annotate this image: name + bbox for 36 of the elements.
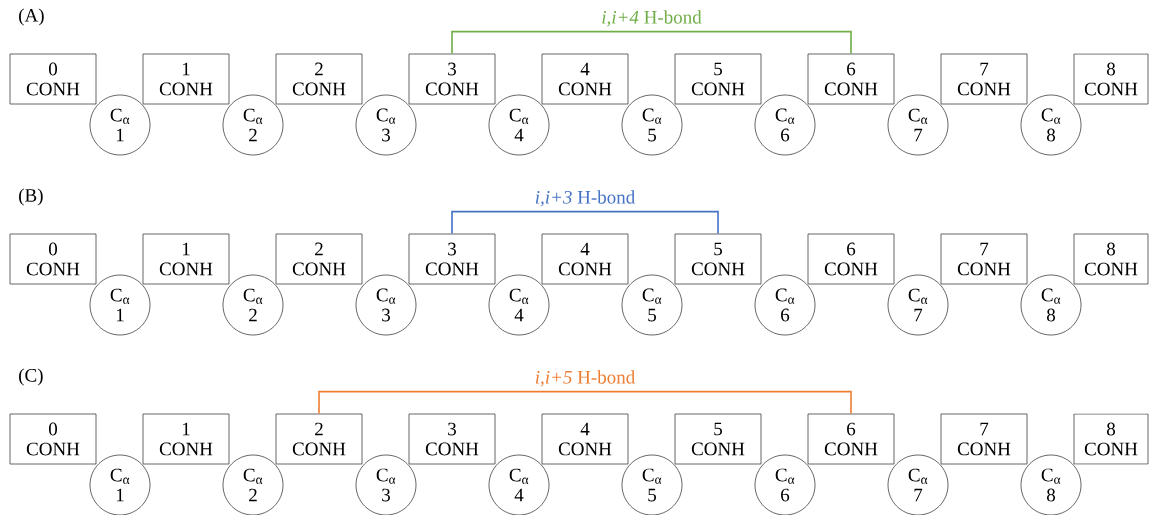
- h-bond-bracket: [318, 390, 852, 415]
- conh-box: 4 CONH: [541, 233, 629, 285]
- conh-box: 0 CONH: [9, 53, 97, 105]
- conh-box: 1 CONH: [142, 413, 230, 465]
- edge-label: i,i+4 H-bond: [602, 10, 702, 27]
- conh-box: 3 CONH: [408, 413, 496, 465]
- panel-label: (C): [19, 368, 43, 386]
- conh-box: 2 CONH: [275, 413, 363, 465]
- conh-box: 0 CONH: [9, 233, 97, 285]
- conh-box: 2 CONH: [275, 53, 363, 105]
- conh-box: 8 CONH: [1073, 413, 1149, 465]
- conh-box: 0 CONH: [9, 413, 97, 465]
- panel-label: (B): [19, 188, 43, 206]
- conh-box: 1 CONH: [142, 53, 230, 105]
- edge-label: i,i+3 H-bond: [535, 190, 635, 207]
- conh-box: 3 CONH: [408, 53, 496, 105]
- conh-box: 7 CONH: [940, 53, 1028, 105]
- h-bond-bracket: [451, 30, 852, 55]
- conh-box: 5 CONH: [674, 233, 762, 285]
- conh-box: 5 CONH: [674, 53, 762, 105]
- conh-box: 3 CONH: [408, 233, 496, 285]
- conh-box: 4 CONH: [541, 413, 629, 465]
- conh-box: 6 CONH: [807, 53, 895, 105]
- panel-label: (A): [19, 8, 44, 26]
- conh-box: 8 CONH: [1073, 233, 1149, 285]
- conh-box: 7 CONH: [940, 413, 1028, 465]
- conh-box: 8 CONH: [1073, 53, 1149, 105]
- conh-box: 6 CONH: [807, 233, 895, 285]
- conh-box: 6 CONH: [807, 413, 895, 465]
- edge-label: i,i+5 H-bond: [535, 370, 635, 387]
- conh-box: 7 CONH: [940, 233, 1028, 285]
- conh-box: 4 CONH: [541, 53, 629, 105]
- h-bond-bracket: [451, 210, 719, 235]
- conh-box: 5 CONH: [674, 413, 762, 465]
- conh-box: 1 CONH: [142, 233, 230, 285]
- conh-box: 2 CONH: [275, 233, 363, 285]
